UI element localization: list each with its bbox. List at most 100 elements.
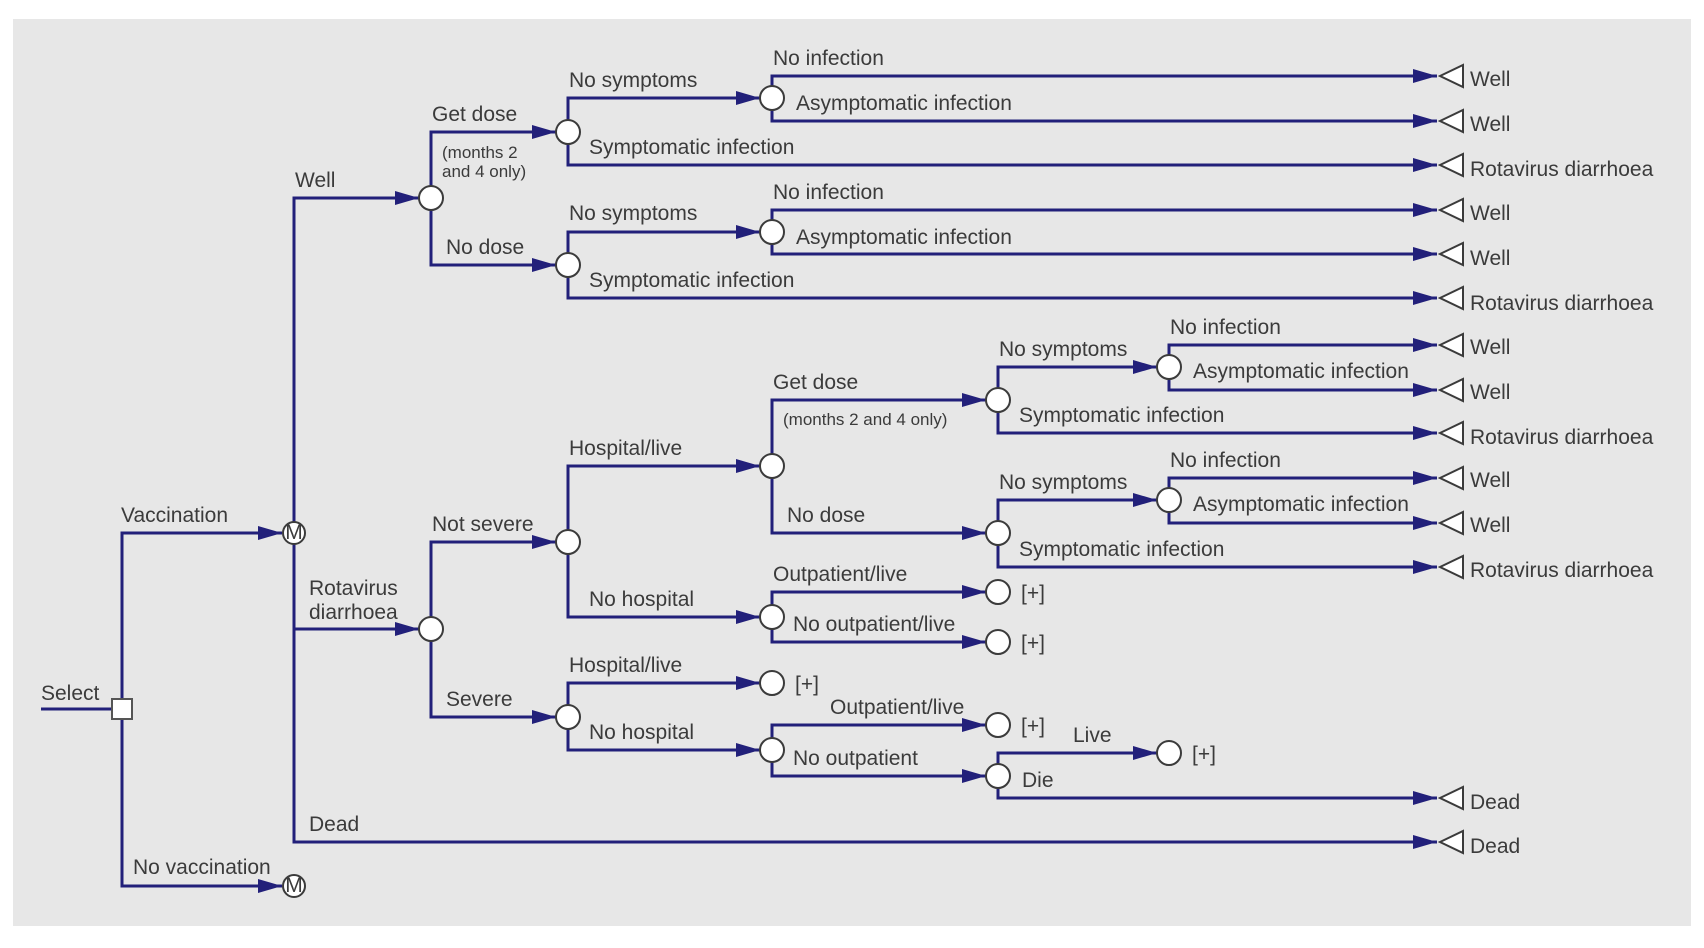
arrow-head	[1413, 426, 1437, 440]
arrow-head	[962, 393, 986, 407]
label-live: Live	[1073, 724, 1112, 747]
label-months-full: (months 2 and 4 only)	[783, 410, 947, 429]
chance-node[interactable]	[759, 453, 785, 479]
branch-edge	[996, 498, 1157, 521]
chance-node[interactable]	[418, 616, 444, 642]
markov-node[interactable]	[282, 521, 306, 545]
collapsed-marker[interactable]: [+]	[795, 673, 819, 696]
chance-node[interactable]	[759, 219, 785, 245]
chance-node[interactable]	[985, 579, 1011, 605]
label-no-infection-2: No infection	[773, 181, 884, 204]
chance-node[interactable]	[759, 85, 785, 111]
terminal-node-icon[interactable]	[1437, 785, 1464, 811]
terminal-label: Dead	[1470, 791, 1520, 814]
edges	[41, 69, 1437, 893]
chance-node[interactable]	[759, 737, 785, 763]
chance-node[interactable]	[985, 763, 1011, 789]
arrow-head	[962, 769, 986, 783]
state-edge-dead	[292, 544, 1437, 844]
branch-edge	[1167, 379, 1437, 392]
arrow-head	[1413, 560, 1437, 574]
chance-node[interactable]	[759, 604, 785, 630]
chance-node[interactable]	[555, 529, 581, 555]
terminal-node-icon[interactable]	[1437, 829, 1464, 855]
label-no-infection-3: No infection	[1170, 316, 1281, 339]
terminal-node-icon[interactable]	[1437, 510, 1464, 536]
label-no-dose-2: No dose	[787, 504, 865, 527]
arrow-head	[1413, 835, 1437, 849]
branch-edge	[1167, 476, 1437, 488]
label-no-outpatient-live: No outpatient/live	[793, 613, 955, 636]
arrow-head	[1413, 247, 1437, 261]
terminal-node-icon[interactable]	[1437, 197, 1464, 223]
collapsed-marker[interactable]: [+]	[1021, 582, 1045, 605]
chance-node[interactable]	[418, 185, 444, 211]
chance-node[interactable]	[985, 712, 1011, 738]
chance-node[interactable]	[759, 670, 785, 696]
chance-node[interactable]	[985, 387, 1011, 413]
label-get-dose-1: Get dose	[432, 103, 517, 126]
terminal-node-icon[interactable]	[1437, 420, 1464, 446]
terminal-label: Well	[1470, 336, 1510, 359]
label-hospital-live-1: Hospital/live	[569, 437, 682, 460]
terminal-node-icon[interactable]	[1437, 554, 1464, 580]
terminal-node-icon[interactable]	[1437, 241, 1464, 267]
branch-edge	[1167, 512, 1437, 525]
terminal-node-icon[interactable]	[1437, 377, 1464, 403]
collapsed-marker[interactable]: [+]	[1021, 715, 1045, 738]
label-outpatient-live-1: Outpatient/live	[773, 563, 907, 586]
branch-edge	[770, 762, 986, 778]
arrow-head	[1413, 69, 1437, 83]
terminal-node-icon[interactable]	[1437, 63, 1464, 89]
terminal-node-icon[interactable]	[1437, 465, 1464, 491]
terminal-node-icon[interactable]	[1437, 152, 1464, 178]
branch-edge	[770, 398, 986, 454]
chance-node[interactable]	[555, 704, 581, 730]
arrow-head	[1133, 493, 1157, 507]
terminal-node-icon[interactable]	[1437, 285, 1464, 311]
label-no-symptoms-3: No symptoms	[999, 338, 1127, 361]
chance-node[interactable]	[985, 520, 1011, 546]
chance-node[interactable]	[1156, 354, 1182, 380]
markov-node[interactable]	[282, 874, 306, 898]
terminal-label: Rotavirus diarrhoea	[1470, 426, 1654, 449]
terminal-label: Rotavirus diarrhoea	[1470, 158, 1654, 181]
collapsed-marker[interactable]: [+]	[1021, 632, 1045, 655]
label-rotavirus-state-line2: diarrhoea	[309, 601, 398, 624]
decision-node[interactable]	[111, 698, 133, 720]
terminal-node-icon[interactable]	[1437, 332, 1464, 358]
branch-edge	[996, 545, 1437, 569]
label-well-state: Well	[295, 169, 335, 192]
chance-node[interactable]	[985, 629, 1011, 655]
branch-edge	[770, 629, 986, 644]
arrow-head	[962, 635, 986, 649]
chance-node[interactable]	[555, 119, 581, 145]
arrow-head	[736, 743, 760, 757]
arrow-head	[1413, 791, 1437, 805]
terminal-label: Rotavirus diarrhoea	[1470, 559, 1654, 582]
collapsed-marker[interactable]: [+]	[1192, 743, 1216, 766]
label-no-infection-4: No infection	[1170, 449, 1281, 472]
label-die: Die	[1022, 769, 1054, 792]
label-months-a: (months 2	[442, 143, 518, 162]
branch-edge	[566, 681, 760, 705]
arrow-head	[258, 526, 282, 540]
terminal-label: Well	[1470, 514, 1510, 537]
chance-node[interactable]	[1156, 487, 1182, 513]
terminal-node-icon[interactable]	[1437, 108, 1464, 134]
label-no-infection-1: No infection	[773, 47, 884, 70]
arrow-head	[736, 91, 760, 105]
branch-edge	[429, 540, 556, 617]
terminal-label: Well	[1470, 381, 1510, 404]
label-symptomatic-1: Symptomatic infection	[589, 136, 794, 159]
arrow-head	[532, 258, 556, 272]
arrow-head	[962, 718, 986, 732]
chance-node[interactable]	[1156, 740, 1182, 766]
label-vaccination: Vaccination	[121, 504, 228, 527]
arrow-head	[962, 585, 986, 599]
label-symptomatic-4: Symptomatic infection	[1019, 538, 1224, 561]
branch-edge	[770, 74, 1437, 86]
chance-node[interactable]	[555, 252, 581, 278]
label-no-vaccination: No vaccination	[133, 856, 271, 879]
